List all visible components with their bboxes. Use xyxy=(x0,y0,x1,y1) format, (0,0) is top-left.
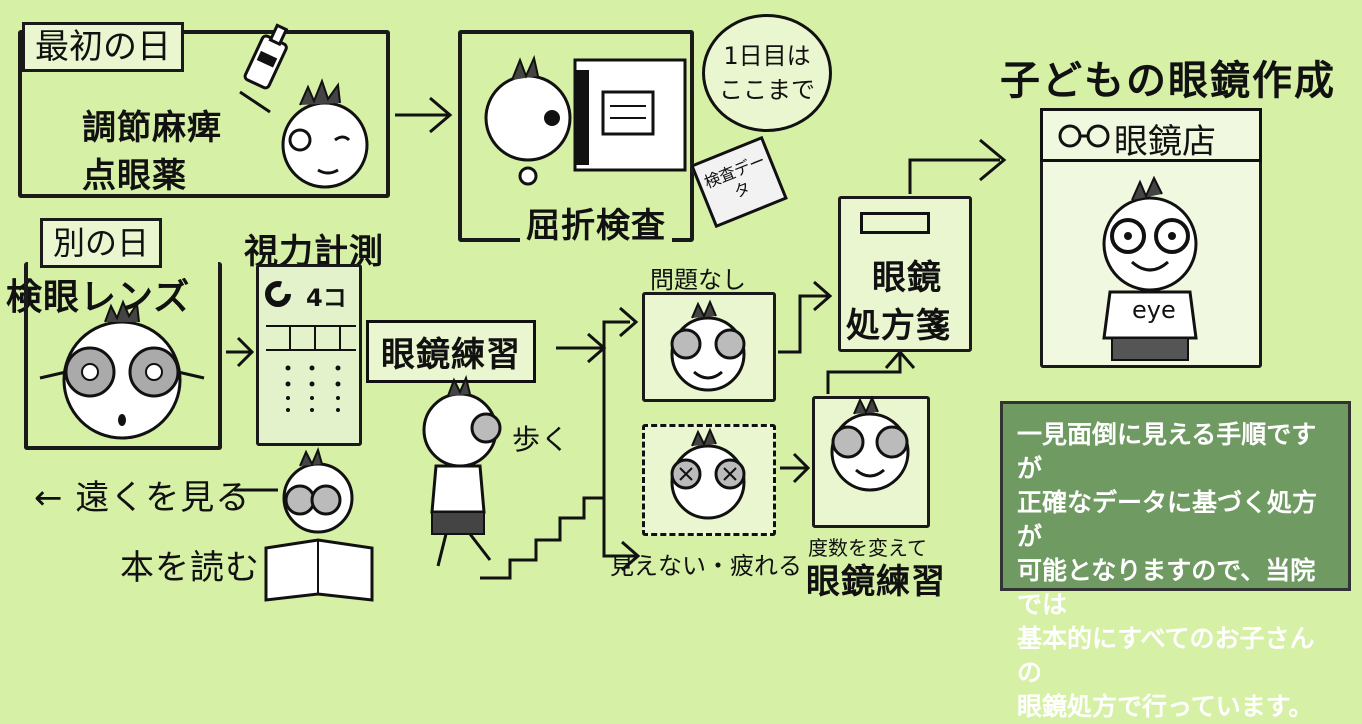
day1-end-bubble: 1日目は ここまで xyxy=(702,14,832,132)
shop-name: 眼鏡店 xyxy=(1114,122,1216,162)
landolt-c-icon xyxy=(265,281,291,307)
shop-sign xyxy=(1040,108,1262,162)
drops-label-2: 点眼薬 xyxy=(82,156,187,196)
happy-child-with-glasses-icon xyxy=(1102,175,1198,361)
day1-illustration xyxy=(239,23,453,189)
book-label: 本を読む xyxy=(120,548,260,588)
shop-illustration xyxy=(1058,124,1198,361)
acuity-chart-panel xyxy=(256,264,362,446)
practice2-label: 眼鏡練習 xyxy=(806,562,946,602)
walk-label: 歩く xyxy=(512,423,571,456)
happy-child-icon xyxy=(670,299,746,392)
note-line-2: 正確なデータに基づく処方が xyxy=(1017,488,1318,551)
child-profile-icon xyxy=(484,54,572,186)
arrow-right-icon xyxy=(395,96,453,134)
far-label: ← 遠くを見る xyxy=(34,478,251,518)
prescription-line-2: 処方箋 xyxy=(846,306,951,346)
day1-label: 最初の日 xyxy=(22,22,184,72)
arrow-right-icon xyxy=(780,452,811,484)
day1-panel xyxy=(18,30,390,198)
trial-lens-illustration xyxy=(39,299,255,440)
arrow-right-icon xyxy=(226,336,255,368)
prescription-line-1: 眼鏡 xyxy=(872,258,942,298)
shirt-text: eye xyxy=(1132,296,1176,324)
child-face-icon xyxy=(281,78,369,189)
change-label: 度数を変えて xyxy=(808,536,927,560)
bubble-line-2: ここまで xyxy=(719,76,815,104)
prescription-slot xyxy=(860,212,930,234)
ok-label: 問題なし xyxy=(650,266,746,294)
note-line-3: 可能となりますので、当院では xyxy=(1017,556,1316,619)
practice-flow-illustration xyxy=(234,306,641,602)
branch-arrow-icon xyxy=(556,306,641,572)
refraction-illustration xyxy=(484,54,687,186)
result-title: 子どもの眼鏡作成 xyxy=(1000,58,1336,104)
trial-lens-label: 検眼レンズ xyxy=(6,277,191,318)
smiling-child-icon xyxy=(830,395,910,492)
note-line-5: 眼鏡処方で行っています。 xyxy=(1017,692,1314,721)
arrow-up-right-icon xyxy=(778,280,833,354)
arrow-up-right-icon xyxy=(908,138,1007,194)
refraction-label: 屈折検査 xyxy=(520,198,672,247)
practice-label: 眼鏡練習 xyxy=(366,320,536,383)
chart-reading: 4コ xyxy=(306,284,347,312)
child-with-trial-frame-icon xyxy=(39,299,205,440)
explanation-note: 一見面倒に見える手順ですが 正確なデータに基づく処方が 可能となりますので、当院… xyxy=(1000,401,1351,721)
ok-illustration xyxy=(670,280,833,392)
refractometer-icon xyxy=(573,58,687,172)
bubble-line-1: 1日目は xyxy=(723,42,811,70)
note-line-1: 一見面倒に見える手順ですが xyxy=(1017,420,1317,483)
arrow-up-icon xyxy=(826,349,916,394)
retry-illustration xyxy=(826,349,916,492)
day2-label: 別の日 xyxy=(40,218,163,268)
trial-lens-panel xyxy=(24,262,222,450)
drops-label: 調節麻痺 xyxy=(82,108,222,148)
prescription-arrow xyxy=(908,138,1007,194)
reading-child-icon xyxy=(264,447,374,602)
glasses-icon xyxy=(1058,124,1110,148)
tired-child-icon xyxy=(670,427,746,520)
eye-drop-bottle-icon xyxy=(243,23,289,90)
note-line-4: 基本的にすべてのお子さんの xyxy=(1017,624,1315,687)
stairs-icon xyxy=(480,496,604,580)
ng-label: 見えない・疲れる xyxy=(610,552,802,580)
ng-illustration xyxy=(670,427,811,520)
walking-child-icon xyxy=(422,374,502,567)
acuity-chart-illustration xyxy=(265,281,356,412)
